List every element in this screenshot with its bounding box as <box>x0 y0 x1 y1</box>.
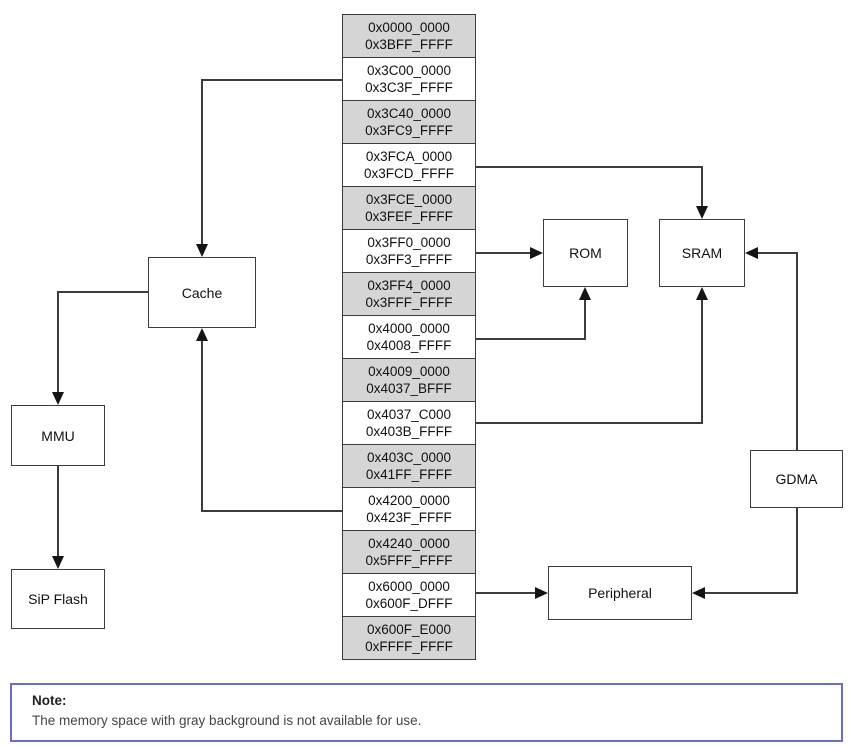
memory-block-end-address: 0x3BFF_FFFF <box>365 37 453 52</box>
arrowhead-right-into-rom-icon <box>530 247 543 259</box>
note-box: Note: The memory space with gray backgro… <box>10 683 843 742</box>
memory-block: 0x3FF0_0000 0x3FF3_FFFF <box>343 230 475 273</box>
memory-block-start-address: 0x4009_0000 <box>368 364 450 379</box>
sip-flash-label: SiP Flash <box>28 591 88 607</box>
connector-psramrange-cache-h <box>201 510 342 512</box>
connector-cache-mmu-h <box>57 291 148 293</box>
memory-block-start-address: 0x6000_0000 <box>368 579 450 594</box>
gdma-label: GDMA <box>775 471 818 487</box>
memory-block-end-address: 0x600F_DFFF <box>365 596 453 611</box>
memory-block: 0x3FCE_0000 0x3FEF_FFFF <box>343 187 475 230</box>
memory-block-start-address: 0x3FF0_0000 <box>367 235 451 250</box>
connector-romrange2-rom-v <box>584 299 586 340</box>
memory-block-end-address: 0x3FF3_FFFF <box>365 252 453 267</box>
connector-psramrange-cache-v <box>201 341 203 512</box>
memory-block: 0x4240_0000 0x5FFF_FFFF <box>343 531 475 574</box>
memory-block-start-address: 0x4000_0000 <box>368 321 450 336</box>
arrowhead-up-into-cache-icon <box>196 328 208 341</box>
arrowhead-down-into-sram-icon <box>696 206 708 219</box>
memory-block-start-address: 0x3FCE_0000 <box>365 192 453 207</box>
memory-stack: 0x0000_0000 0x3BFF_FFFF 0x3C00_0000 0x3C3F_… <box>342 14 476 660</box>
memory-block-start-address: 0x3C40_0000 <box>366 106 452 121</box>
connector-flashrange-cache-h <box>201 79 342 81</box>
cache-box: Cache <box>148 257 256 328</box>
memory-block: 0x0000_0000 0x3BFF_FFFF <box>343 15 475 58</box>
rom-box: ROM <box>543 219 628 287</box>
memory-block-end-address: 0x3FEF_FFFF <box>365 209 453 224</box>
arrowhead-down-into-cache-icon <box>196 244 208 257</box>
arrowhead-up-into-rom-icon <box>579 287 591 300</box>
memory-block-start-address: 0x3C00_0000 <box>366 63 452 78</box>
arrowhead-left-into-sram-icon <box>745 247 758 259</box>
memory-block-start-address: 0x0000_0000 <box>368 20 450 35</box>
note-text: The memory space with gray background is… <box>32 713 422 728</box>
memory-block: 0x4037_C000 0x403B_FFFF <box>343 402 475 445</box>
connector-sramrange2-sram-h <box>475 422 703 424</box>
memory-block-end-address: 0x41FF_FFFF <box>365 467 453 482</box>
memory-block: 0x600F_E000 0xFFFF_FFFF <box>343 617 475 659</box>
arrowhead-up-into-sram-icon <box>696 287 708 300</box>
connector-flashrange-cache-v <box>201 79 203 244</box>
connector-sramrange-sram-v <box>701 166 703 206</box>
rom-label: ROM <box>569 245 602 261</box>
gdma-box: GDMA <box>750 450 843 508</box>
memory-block: 0x3FF4_0000 0x3FFF_FFFF <box>343 273 475 316</box>
note-title: Note: <box>32 693 67 708</box>
connector-sramrange2-sram-v <box>701 299 703 424</box>
cache-label: Cache <box>181 284 223 301</box>
memory-block: 0x3FCA_0000 0x3FCD_FFFF <box>343 144 475 187</box>
arrowhead-down-into-sip-flash-icon <box>52 556 64 569</box>
memory-block: 0x403C_0000 0x41FF_FFFF <box>343 445 475 488</box>
connector-gdma-peripheral-v <box>796 508 798 594</box>
memory-block-end-address: 0x3FCD_FFFF <box>363 166 454 181</box>
memory-block-end-address: 0x4037_BFFF <box>366 381 452 396</box>
arrowhead-right-into-peripheral-icon <box>535 587 548 599</box>
peripheral-label: Peripheral <box>588 585 652 601</box>
memory-block: 0x4009_0000 0x4037_BFFF <box>343 359 475 402</box>
memory-block-start-address: 0x4240_0000 <box>368 536 450 551</box>
memory-block-start-address: 0x3FF4_0000 <box>367 278 451 293</box>
memory-block-start-address: 0x600F_E000 <box>366 622 452 637</box>
sram-label: SRAM <box>681 245 723 261</box>
mmu-box: MMU <box>11 405 105 466</box>
memory-block-start-address: 0x403C_0000 <box>366 450 452 465</box>
memory-block-end-address: 0x423F_FFFF <box>366 510 452 525</box>
connector-gdma-sram-v <box>796 252 798 450</box>
sram-box: SRAM <box>659 219 745 287</box>
connector-gdma-sram-h <box>757 252 798 254</box>
sip-flash-box: SiP Flash <box>11 569 105 629</box>
memory-block-start-address: 0x3FCA_0000 <box>365 149 453 164</box>
memory-block-end-address: 0x5FFF_FFFF <box>365 553 453 568</box>
memory-block-end-address: 0x403B_FFFF <box>365 424 453 439</box>
memory-block-end-address: 0xFFFF_FFFF <box>365 639 453 654</box>
memory-block: 0x6000_0000 0x600F_DFFF <box>343 574 475 617</box>
memory-block: 0x4000_0000 0x4008_FFFF <box>343 316 475 359</box>
memory-block-start-address: 0x4037_C000 <box>366 407 452 422</box>
arrowhead-down-into-mmu-icon <box>52 392 64 405</box>
arrowhead-left-into-peripheral-icon <box>692 587 705 599</box>
connector-sramrange-sram-h <box>475 166 703 168</box>
connector-mmu-sipflash-v <box>57 466 59 556</box>
connector-romrange-rom-h <box>475 252 531 254</box>
memory-block: 0x3C00_0000 0x3C3F_FFFF <box>343 58 475 101</box>
peripheral-box: Peripheral <box>548 566 692 620</box>
memory-block-start-address: 0x4200_0000 <box>368 493 450 508</box>
connector-cache-mmu-v <box>57 291 59 392</box>
connector-romrange2-rom-h <box>475 338 586 340</box>
memory-block-end-address: 0x3C3F_FFFF <box>365 80 453 95</box>
memory-block-end-address: 0x4008_FFFF <box>366 338 452 353</box>
memory-block-end-address: 0x3FFF_FFFF <box>365 295 453 310</box>
connector-periphrange-peripheral-h <box>475 592 536 594</box>
connector-gdma-peripheral-h <box>705 592 798 594</box>
memory-block: 0x3C40_0000 0x3FC9_FFFF <box>343 101 475 144</box>
mmu-label: MMU <box>41 427 75 444</box>
memory-block: 0x4200_0000 0x423F_FFFF <box>343 488 475 531</box>
memory-block-end-address: 0x3FC9_FFFF <box>365 123 453 138</box>
